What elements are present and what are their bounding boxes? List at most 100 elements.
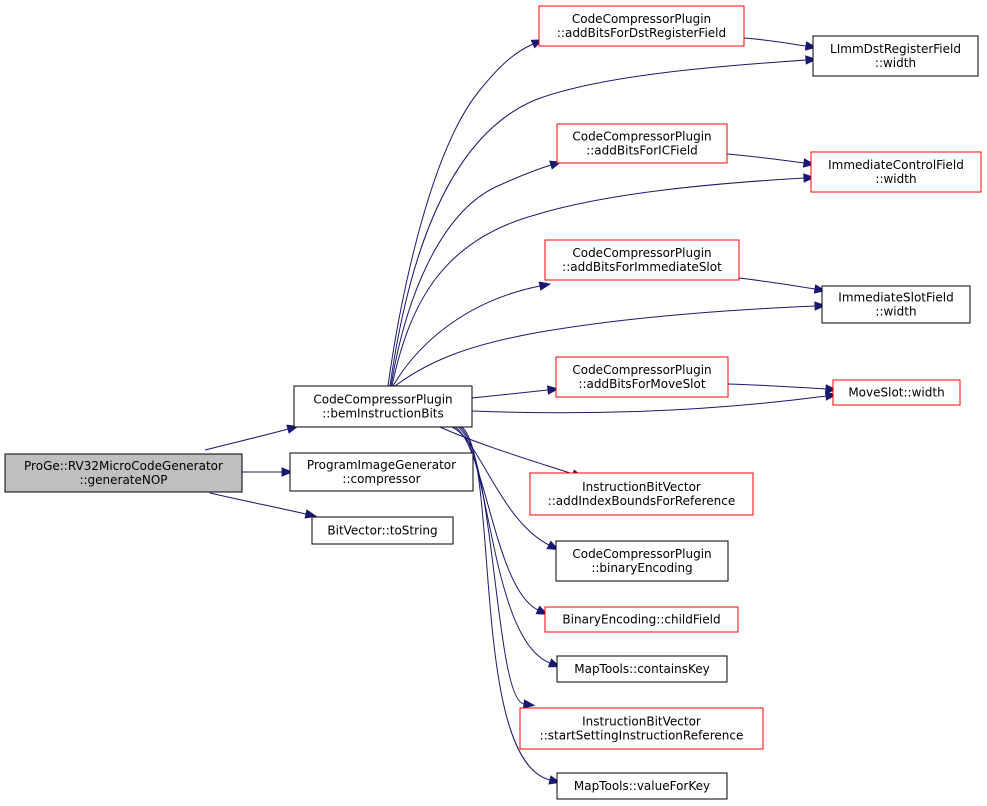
edge-bem-to-imms (392, 285, 541, 387)
arrowhead-benc (546, 540, 560, 551)
node-label: MapTools::containsKey (574, 662, 710, 676)
edge-bem-to-imcw (391, 177, 805, 387)
node-label: ::addBitsForImmediateSlot (562, 260, 722, 274)
arrowhead-bv (304, 509, 318, 519)
node-box (556, 655, 728, 683)
node-label: ::width (875, 305, 916, 319)
node-ibv2[interactable]: InstructionBitVector::startSettingInstru… (519, 707, 764, 750)
arrowhead-mvs (547, 385, 560, 395)
edge-root-to-bv (209, 492, 307, 515)
arrowhead-msw (825, 384, 838, 394)
node-box (832, 379, 961, 406)
node-label: ProGe::RV32MicroCodeGenerator (24, 459, 223, 473)
node-label: MoveSlot::width (848, 386, 944, 400)
node-vk[interactable]: MapTools::valueForKey (556, 772, 728, 800)
node-box (544, 606, 739, 633)
node-isw[interactable]: ImmediateSlotField::width (821, 285, 971, 324)
edge-imms-to-isw (738, 277, 816, 290)
node-msw[interactable]: MoveSlot::width (832, 379, 961, 406)
arrowhead-isw (814, 301, 827, 311)
node-label: CodeCompressorPlugin (572, 363, 711, 377)
node-box (4, 453, 243, 493)
edge-icf-to-imcw (726, 153, 805, 164)
node-label: ::binaryEncoding (591, 561, 692, 575)
node-box (821, 285, 971, 324)
node-label: ::width (875, 56, 916, 70)
node-box (293, 385, 473, 428)
arrowhead-msw (824, 391, 838, 401)
node-label: ::addBitsForDstRegisterField (557, 26, 726, 40)
edge-bem-to-cf (454, 426, 539, 611)
node-label: BitVector::toString (327, 524, 437, 538)
node-ibv1[interactable]: InstructionBitVector::addIndexBoundsForR… (529, 472, 754, 516)
node-pig[interactable]: ProgramImageGenerator::compressor (289, 452, 474, 492)
edge-bem-to-icf (390, 164, 552, 387)
node-box (519, 707, 764, 750)
function-nodes: ProGe::RV32MicroCodeGenerator::generateN… (4, 5, 982, 800)
edge-bem-to-isw (394, 305, 816, 387)
node-bem[interactable]: CodeCompressorPlugin::bemInstructionBits (293, 385, 473, 428)
node-label: ::addBitsForMoveSlot (578, 377, 705, 391)
node-root: ProGe::RV32MicroCodeGenerator::generateN… (4, 453, 243, 493)
node-imms[interactable]: CodeCompressorPlugin::addBitsForImmediat… (544, 239, 740, 281)
node-box (812, 35, 979, 77)
node-label: BinaryEncoding::childField (562, 613, 720, 627)
arrowhead-ibv2 (522, 699, 536, 709)
node-bv[interactable]: BitVector::toString (311, 516, 454, 545)
edge-bem-to-msw (471, 395, 827, 414)
node-label: ImmediateSlotField (838, 291, 953, 305)
node-label: CodeCompressorPlugin (313, 393, 452, 407)
node-box (289, 452, 474, 492)
node-box (810, 151, 982, 193)
node-label: ImmediateControlField (828, 158, 964, 172)
edge-root-to-bem (204, 428, 289, 451)
edge-bem-to-benc (451, 426, 550, 546)
arrowhead-imcw (803, 173, 816, 183)
node-icf[interactable]: CodeCompressorPlugin::addBitsForICField (556, 123, 728, 164)
node-label: ::generateNOP (79, 473, 167, 487)
node-label: ProgramImageGenerator (307, 458, 456, 472)
node-label: ::compressor (342, 472, 420, 486)
edge-bem-to-ibv1 (439, 426, 574, 475)
node-label: InstructionBitVector (582, 715, 701, 729)
edge-dst-to-limm (743, 37, 807, 47)
node-label: ::bemInstructionBits (322, 407, 444, 421)
node-box (556, 123, 728, 164)
node-label: InstructionBitVector (582, 480, 701, 494)
node-limm[interactable]: LImmDstRegisterField::width (812, 35, 979, 77)
arrowhead-limm (805, 55, 818, 65)
node-box (311, 516, 454, 545)
node-label: CodeCompressorPlugin (572, 130, 711, 144)
node-label: ::startSettingInstructionReference (540, 729, 744, 743)
arrowhead-pig (281, 467, 294, 477)
node-cf[interactable]: BinaryEncoding::childField (544, 606, 739, 633)
edge-bem-to-ibv2 (459, 426, 525, 705)
node-label: ::addIndexBoundsForReference (548, 494, 736, 508)
node-box (538, 5, 745, 47)
node-box (556, 772, 728, 800)
node-label: CodeCompressorPlugin (572, 12, 711, 26)
node-ck[interactable]: MapTools::containsKey (556, 655, 728, 683)
arrowhead-cf (535, 605, 549, 615)
node-label: CodeCompressorPlugin (572, 246, 711, 260)
node-box (555, 356, 729, 398)
node-mvs[interactable]: CodeCompressorPlugin::addBitsForMoveSlot (555, 356, 729, 398)
edge-bem-to-limm (389, 59, 807, 387)
node-label: MapTools::valueForKey (574, 779, 710, 793)
node-label: LImmDstRegisterField (830, 42, 961, 56)
node-label: ::addBitsForICField (586, 144, 698, 158)
node-box (529, 472, 754, 516)
node-box (544, 239, 740, 281)
node-label: CodeCompressorPlugin (572, 547, 711, 561)
node-label: ::width (875, 172, 916, 186)
node-dst[interactable]: CodeCompressorPlugin::addBitsForDstRegis… (538, 5, 745, 47)
edge-bem-to-ck (457, 426, 551, 664)
node-box (555, 540, 729, 582)
edge-bem-to-vk (461, 426, 551, 781)
edge-bem-to-mvs (471, 389, 549, 399)
node-benc[interactable]: CodeCompressorPlugin::binaryEncoding (555, 540, 729, 582)
edge-bem-to-dst (387, 43, 534, 387)
node-imcw[interactable]: ImmediateControlField::width (810, 151, 982, 193)
edge-mvs-to-msw (727, 383, 827, 390)
